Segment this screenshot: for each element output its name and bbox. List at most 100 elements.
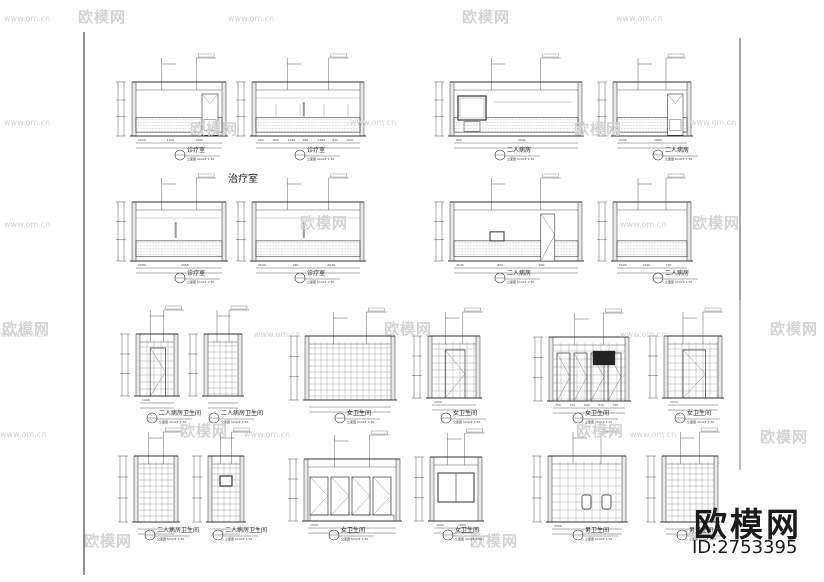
dimension-label: 610: [332, 138, 339, 142]
dimension-label: 1900: [310, 523, 318, 527]
elevation-drawing: [412, 307, 486, 424]
elevation-drawing: [236, 173, 366, 284]
dimension-label: 940: [272, 138, 279, 142]
elevation-title: 女卫生间: [455, 527, 480, 534]
elevation-scale: 立面图 SCALE 1:50: [157, 537, 185, 541]
elevation-title: 二人病房: [665, 270, 690, 277]
watermark-logo: 欧模网: [190, 120, 239, 138]
elevation-drawing: [646, 427, 722, 541]
elevation-scale: 立面图 SCALE 1:50: [187, 157, 215, 161]
elevation-scale: 立面图 SCALE 1:50: [585, 420, 613, 424]
elevation-drawing: [533, 308, 631, 424]
elevation-drawing: [532, 427, 628, 541]
elevation-title: 女卫生间: [341, 527, 366, 534]
dimension-label: 2250: [670, 400, 678, 404]
elevation-scale: 立面图 SCALE 1:50: [159, 420, 187, 424]
elevation-scale: 立面图 SCALE 1:50: [221, 420, 249, 424]
watermark-url: www.om.cn: [4, 220, 51, 229]
watermark-url: www.om.cn: [254, 330, 301, 339]
dimension-label: 1340: [642, 263, 650, 267]
dimension-label: 800: [497, 263, 504, 267]
elevation-title: 二人病房: [665, 147, 690, 154]
elevation-drawing: [192, 427, 258, 541]
watermark-logo: 欧模网: [470, 532, 519, 550]
dimension-label: 1900: [142, 398, 150, 402]
dimension-label: 900: [538, 263, 545, 267]
elevation-drawing: [597, 53, 698, 161]
elevation-title: 女卫生间: [687, 410, 712, 417]
watermark-url: www.om.cn: [4, 14, 51, 23]
dimension-label: 2050: [138, 138, 146, 142]
elevation-scale: 立面图 SCALE 1:50: [665, 157, 693, 161]
watermark-url: www.om.cn: [620, 220, 667, 229]
dimension-label: 900: [456, 138, 462, 142]
brand-id: ID:2753395: [692, 537, 798, 558]
dimension-label: 4540: [518, 138, 526, 142]
dimension-label: 2640: [327, 263, 335, 267]
watermark-url: www.om.cn: [350, 118, 397, 127]
dimension-label: 1500: [619, 263, 627, 267]
dimension-label: 600: [258, 138, 264, 142]
watermark-logo: 欧模网: [770, 320, 819, 338]
elevation-title: 诊疗室: [307, 147, 326, 154]
elevation-title: 诊疗室: [187, 147, 206, 154]
dimension-label: 620: [347, 138, 353, 142]
elevation-title: 二人病房卫生间: [225, 527, 268, 534]
dimension-label: 940: [302, 138, 309, 142]
dimension-label: 2370: [619, 138, 627, 142]
watermark-logo: 欧模网: [576, 422, 625, 440]
elevation-drawing: [597, 173, 698, 284]
dimension-label: 1240: [317, 138, 326, 142]
dimension-label: 4540: [456, 263, 464, 267]
watermark-url: www.om.cn: [4, 118, 51, 127]
dimension-label: 1000: [458, 523, 466, 527]
elevation-scale: 立面图 SCALE 1:50: [347, 420, 375, 424]
elevation-title: 二人病房卫生间: [221, 410, 264, 417]
elevation-drawing: [236, 53, 366, 161]
dimension-label: 2280: [138, 263, 146, 267]
elevation-drawing: [116, 53, 228, 161]
elevation-drawing: [648, 307, 724, 424]
dimension-label: 1700: [166, 138, 175, 142]
elevation-title: 二人病房: [507, 270, 532, 277]
brand-logo: 欧模网: [694, 505, 802, 544]
watermark-logo: 欧模网: [692, 214, 741, 232]
watermark-url: www.om.cn: [228, 14, 275, 23]
elevation-title: 诊疗室: [307, 270, 326, 277]
dimension-label: 810: [598, 403, 604, 407]
dimension-label: 940: [583, 403, 590, 407]
watermark-logo: 欧模网: [462, 8, 511, 26]
dimension-label: 750: [569, 403, 576, 407]
elevation-title: 女卫生间: [453, 410, 478, 417]
elevation-drawing: [434, 173, 584, 284]
watermark-url: www.om.cn: [690, 118, 737, 127]
elevation-drawing: [288, 430, 402, 541]
dimension-label: 980: [292, 263, 299, 267]
elevation-drawing: [289, 307, 397, 424]
elevation-title: 二人病房卫生间: [159, 410, 202, 417]
elevation-title: 二人病房: [507, 147, 532, 154]
watermark-logo: 欧模网: [2, 320, 51, 338]
elevation-scale: 立面图 SCALE 1:50: [665, 280, 693, 284]
watermark-logo: 欧模网: [300, 214, 349, 232]
watermark-url: www.om.cn: [244, 430, 291, 439]
section-note: 治疗室: [228, 174, 258, 185]
dimension-label: 1000: [654, 138, 662, 142]
elevation-drawing: [116, 173, 228, 284]
watermark-url: www.om.cn: [620, 330, 667, 339]
elevation-drawing: [118, 427, 190, 541]
elevation-scale: 立面图 SCALE 1:50: [341, 537, 369, 541]
watermark-url: www.om.cn: [616, 14, 663, 23]
watermark-logo: 欧模网: [78, 8, 127, 26]
dimension-label: 750: [555, 403, 561, 407]
elevation-scale: 立面图 SCALE 1:50: [453, 420, 481, 424]
watermark-url: www.om.cn: [0, 430, 47, 439]
watermark-logo: 欧模网: [84, 532, 133, 550]
dimension-label: 1000: [195, 138, 203, 142]
elevation-title: 男卫生间: [689, 527, 714, 534]
elevation-scale: 立面图 SCALE 1:50: [455, 537, 483, 541]
sheet-frame: [83, 32, 741, 575]
elevation-drawing: [120, 305, 192, 424]
elevation-title: 女卫生间: [347, 410, 372, 417]
